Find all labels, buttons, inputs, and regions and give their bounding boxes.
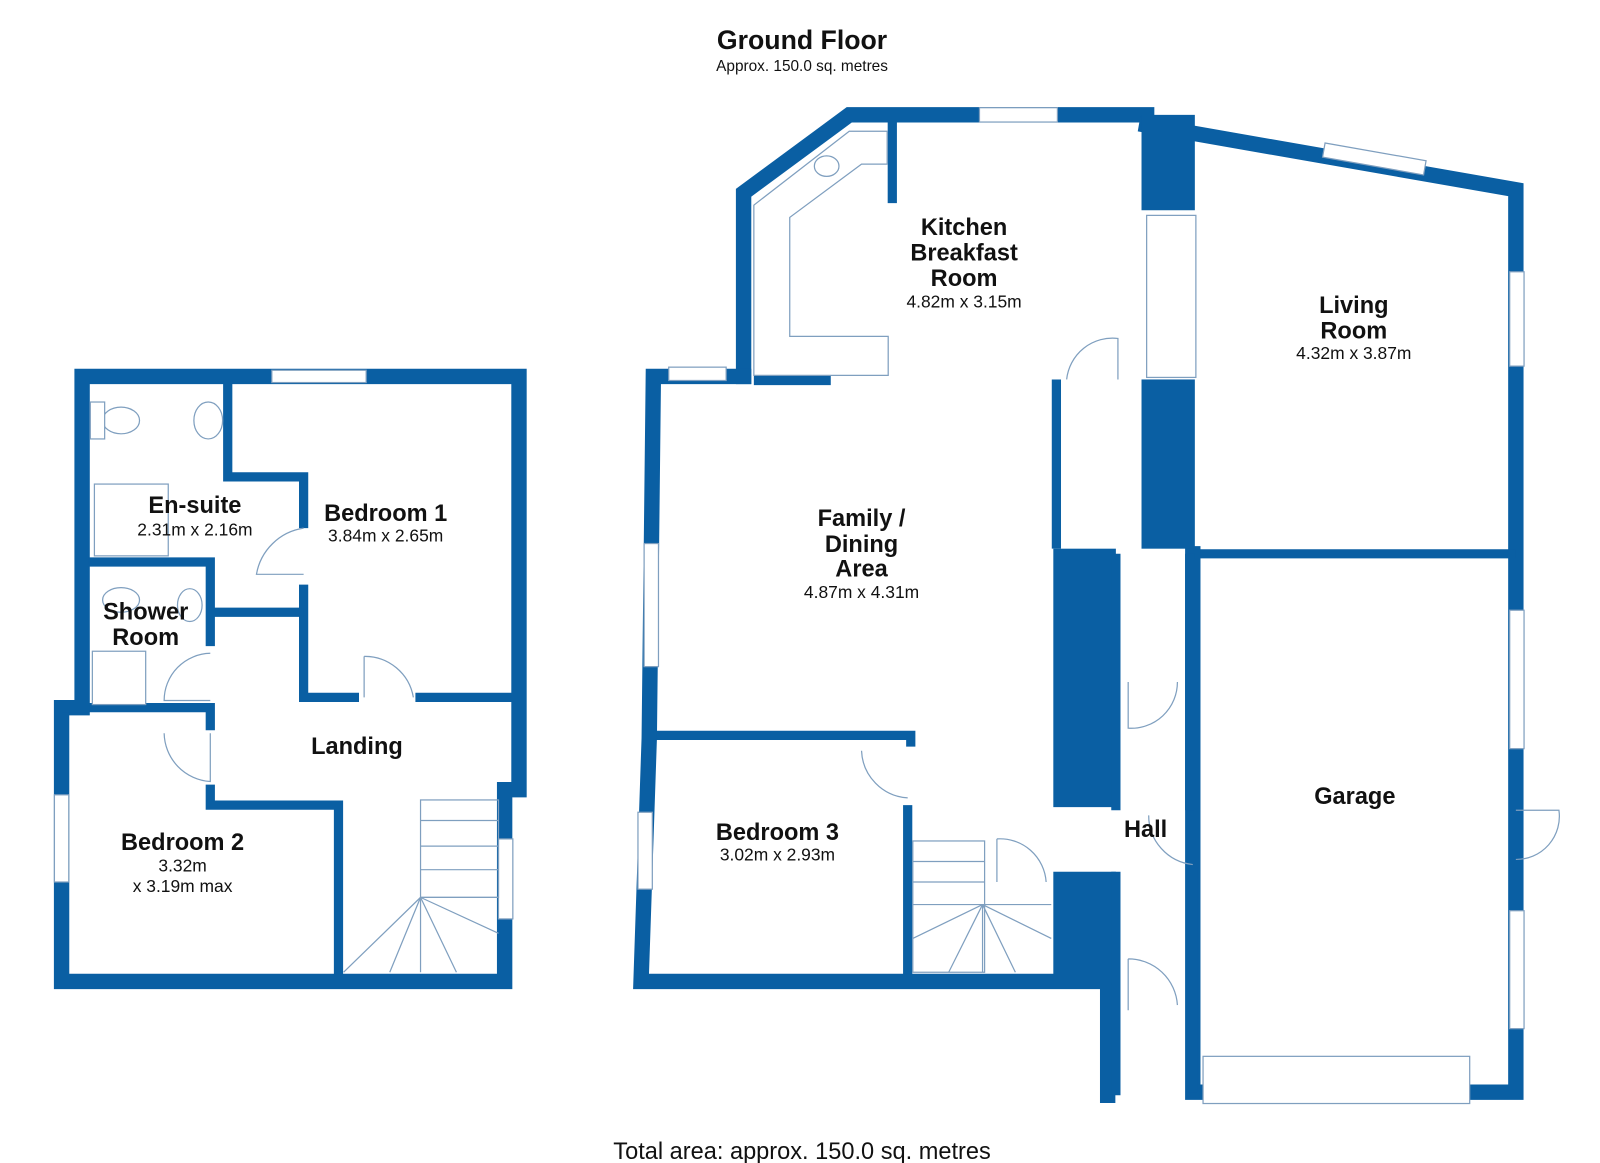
window: [53, 794, 70, 883]
room-name-bedroom-3: Bedroom 3: [716, 819, 839, 845]
room-dims-bedroom-2-b: x 3.19m max: [133, 876, 233, 896]
door: [860, 750, 908, 799]
bifold-door: [1146, 214, 1197, 379]
room-dims-ensuite: 2.31m x 2.16m: [137, 519, 252, 539]
door: [1148, 815, 1193, 866]
staircase: [912, 840, 1052, 973]
room-name-family-2: Dining: [825, 531, 898, 557]
room-name-landing: Landing: [311, 733, 403, 759]
room-dims-bedroom-3: 3.02m x 2.93m: [720, 844, 835, 864]
room-name-garage: Garage: [1314, 783, 1395, 809]
door: [363, 655, 414, 698]
window: [271, 369, 367, 384]
room-dims-kitchen: 4.82m x 3.15m: [906, 292, 1021, 312]
room-dims-family: 4.87m x 4.31m: [804, 582, 919, 602]
room-name-ensuite: En-suite: [148, 492, 241, 518]
ground-floor-plan: Kitchen Breakfast Room 4.82m x 3.15m Liv…: [633, 107, 1560, 1105]
staircase: [343, 799, 500, 973]
room-name-living-2: Room: [1320, 317, 1387, 343]
door: [1515, 809, 1560, 861]
room-name-kitchen-3: Room: [931, 265, 998, 291]
window: [1509, 271, 1525, 367]
room-dims-bedroom-2-a: 3.32m: [158, 856, 206, 876]
window: [1321, 142, 1427, 176]
window: [668, 366, 727, 382]
window: [1509, 609, 1525, 750]
room-name-kitchen-2: Breakfast: [910, 239, 1018, 265]
total-area: Total area: approx. 150.0 sq. metres: [613, 1138, 990, 1163]
first-floor-plan: En-suite 2.31m x 2.16m Bedroom 1 3.84m x…: [53, 368, 527, 990]
garage-door: [1202, 1055, 1471, 1105]
door: [1127, 682, 1179, 729]
door: [163, 652, 211, 702]
room-name-bedroom-2: Bedroom 2: [121, 829, 244, 855]
floor-title: Ground Floor: [717, 25, 887, 55]
room-dims-bedroom-1: 3.84m x 2.65m: [328, 526, 443, 546]
room-name-shower-2: Room: [112, 624, 179, 650]
door: [1127, 958, 1179, 1011]
door: [163, 733, 211, 783]
room-dims-living: 4.32m x 3.87m: [1296, 343, 1411, 363]
window: [1509, 910, 1525, 1030]
room-name-family-3: Area: [835, 555, 888, 581]
room-name-bedroom-1: Bedroom 1: [324, 500, 447, 526]
door: [996, 838, 1047, 883]
room-name-kitchen-1: Kitchen: [921, 214, 1007, 240]
door: [255, 527, 304, 575]
window: [637, 811, 653, 890]
door: [1066, 337, 1119, 380]
floor-area: Approx. 150.0 sq. metres: [716, 58, 888, 75]
room-name-family-1: Family /: [818, 505, 906, 531]
room-name-living-1: Living: [1319, 292, 1388, 318]
window: [497, 838, 514, 920]
window: [978, 107, 1059, 123]
window: [643, 542, 660, 668]
room-name-hall: Hall: [1124, 816, 1167, 842]
room-name-shower-1: Shower: [103, 598, 188, 624]
